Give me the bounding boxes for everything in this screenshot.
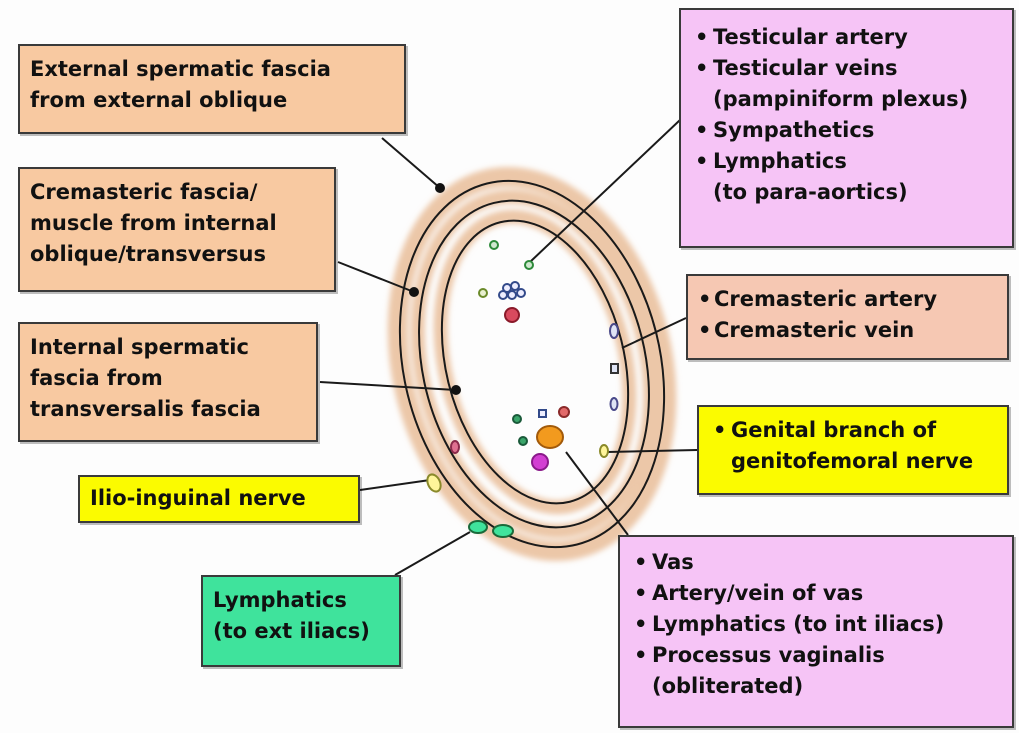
genital-branch-nerve-dot: [600, 445, 608, 457]
vessel-green: [490, 241, 498, 249]
item-text: Artery/vein of vas: [652, 581, 863, 605]
genital-branch-label: Genital branch of genitofemoral nerve: [697, 405, 1009, 495]
item-text: Processus vaginalis: [652, 643, 885, 667]
vas-contents-list: Vas Artery/vein of vas Lymphatics (to in…: [618, 535, 1014, 728]
pampiniform-vein: [511, 282, 519, 290]
label-line: oblique/transversus: [30, 239, 324, 270]
list-item: Vas: [630, 547, 1002, 578]
cremasteric-vessel: [611, 364, 618, 373]
label-line: transversalis fascia: [30, 394, 306, 425]
list-item: Artery/vein of vas: [630, 578, 1002, 609]
cremasteric-vessels-list: Cremasteric artery Cremasteric vein: [686, 274, 1009, 360]
item-text: Lymphatics (to int iliacs): [652, 612, 944, 636]
list-item: Genital branch of genitofemoral nerve: [709, 415, 997, 477]
label-line: Internal spermatic: [30, 332, 306, 363]
list-item: Processus vaginalis (obliterated): [630, 640, 1002, 702]
vas-deferens: [537, 426, 563, 448]
list-item: Testicular veins (pampiniform plexus): [691, 53, 1002, 115]
list-item: Lymphatics (to para-aortics): [691, 146, 1002, 208]
item-continuation: (pampiniform plexus): [713, 84, 1002, 115]
label-line: (to ext iliacs): [213, 616, 389, 647]
pampiniform-vein: [508, 291, 516, 299]
lymphatics-ext-iliacs-label: Lymphatics (to ext iliacs): [201, 575, 401, 667]
list-item: Sympathetics: [691, 115, 1002, 146]
item-text: Testicular veins: [713, 56, 898, 80]
cremasteric-fascia-label: Cremasteric fascia/ muscle from internal…: [18, 167, 336, 292]
item-continuation: (obliterated): [652, 671, 1002, 702]
vas-lymphatic: [519, 437, 527, 445]
ilioinguinal-nerve-label: Ilio-inguinal nerve: [78, 475, 360, 523]
label-line: External spermatic fascia: [30, 54, 394, 85]
label-line: Cremasteric fascia/: [30, 177, 324, 208]
pampiniform-vein: [517, 289, 525, 297]
vessel-green: [525, 261, 533, 269]
item-text: Genital branch of: [731, 418, 936, 442]
list-item: Cremasteric artery: [698, 284, 997, 315]
vas-artery: [559, 407, 569, 417]
processus-vaginalis: [532, 454, 548, 470]
item-text: Cremasteric artery: [714, 287, 937, 311]
vessel-green: [479, 289, 487, 297]
external-spermatic-fascia-label: External spermatic fascia from external …: [18, 44, 406, 134]
list-item: Lymphatics (to int iliacs): [630, 609, 1002, 640]
vas-vein: [539, 410, 546, 417]
cremasteric-red-dot: [451, 441, 459, 453]
internal-spermatic-fascia-label: Internal spermatic fascia from transvers…: [18, 322, 318, 442]
label-line: muscle from internal: [30, 208, 324, 239]
item-continuation: (to para-aortics): [713, 177, 1002, 208]
list-item: Cremasteric vein: [698, 315, 997, 346]
lymphatic-ext-dot: [469, 521, 487, 533]
testicular-artery: [505, 308, 519, 322]
item-text: Lymphatics: [713, 149, 847, 173]
label-line: from external oblique: [30, 85, 394, 116]
item-text: Sympathetics: [713, 118, 874, 142]
lymphatic-ext-dot: [493, 525, 513, 537]
item-text: Cremasteric vein: [714, 318, 914, 342]
testicular-contents-list: Testicular artery Testicular veins (pampi…: [679, 8, 1014, 248]
item-continuation: genitofemoral nerve: [731, 446, 997, 477]
fascia-shading: [360, 148, 704, 580]
list-item: Testicular artery: [691, 22, 1002, 53]
label-line: Lymphatics: [213, 585, 389, 616]
item-text: Vas: [652, 550, 694, 574]
vas-lymphatic: [513, 415, 521, 423]
label-line: Ilio-inguinal nerve: [90, 483, 348, 514]
cremasteric-vessel: [611, 398, 618, 410]
item-text: Testicular artery: [713, 25, 908, 49]
cremasteric-vessel: [610, 324, 618, 338]
label-line: fascia from: [30, 363, 306, 394]
pampiniform-vein: [499, 291, 507, 299]
